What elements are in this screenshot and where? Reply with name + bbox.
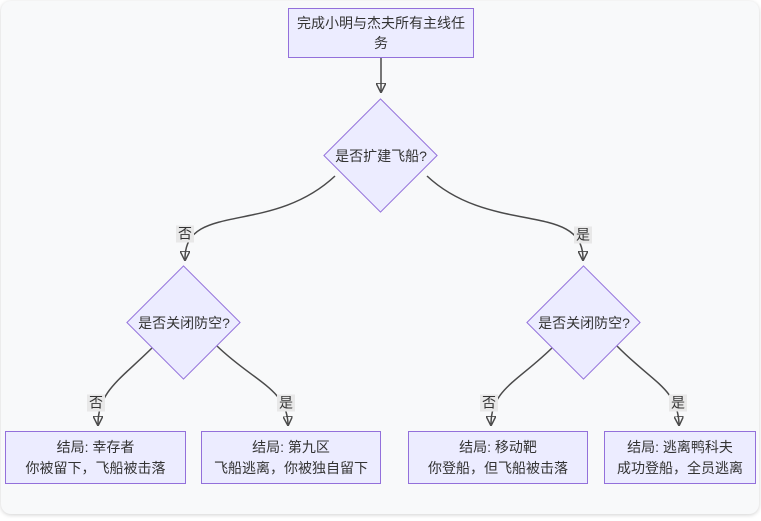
ending-desc: 你登船，但飞船被击落: [428, 459, 568, 476]
edge-label-yes: 是: [669, 394, 687, 412]
decision-label: 是否扩建飞船?: [335, 148, 427, 164]
ending-title: 结局: 幸存者: [56, 438, 135, 455]
edge-label-yes: 是: [277, 394, 295, 412]
decision-expand-ship: 是否扩建飞船?: [323, 98, 439, 214]
node-ending-escape: 结局: 逃离鸭科夫 成功登船，全员逃离: [604, 431, 756, 484]
decision-label: 是否关闭防空?: [538, 315, 630, 331]
node-root-task: 完成小明与杰夫所有主线任务: [288, 8, 474, 58]
node-ending-moving-target: 结局: 移动靶 你登船，但飞船被击落: [408, 431, 588, 484]
ending-title: 结局: 逃离鸭科夫: [627, 438, 733, 455]
node-ending-survivor: 结局: 幸存者 你被留下，飞船被击落: [5, 431, 186, 484]
edge-d1-yes: [426, 175, 583, 259]
edge-label-no: 否: [480, 394, 498, 412]
decision-disable-aa-left: 是否关闭防空?: [126, 265, 242, 381]
decision-label: 是否关闭防空?: [138, 315, 230, 331]
ending-desc: 你被留下，飞船被击落: [25, 459, 166, 476]
node-ending-district9: 结局: 第九区 飞船逃离，你被独自留下: [201, 431, 381, 484]
ending-title: 结局: 移动靶: [459, 438, 537, 455]
ending-title: 结局: 第九区: [252, 438, 330, 455]
edge-label-no: 否: [87, 394, 105, 412]
ending-desc: 飞船逃离，你被独自留下: [214, 459, 368, 476]
edge-label-yes: 是: [574, 226, 592, 244]
edge-label-no: 否: [176, 225, 194, 243]
ending-desc: 成功登船，全员逃离: [617, 459, 743, 476]
decision-disable-aa-right: 是否关闭防空?: [526, 265, 642, 381]
edge-d1-no: [185, 175, 336, 259]
